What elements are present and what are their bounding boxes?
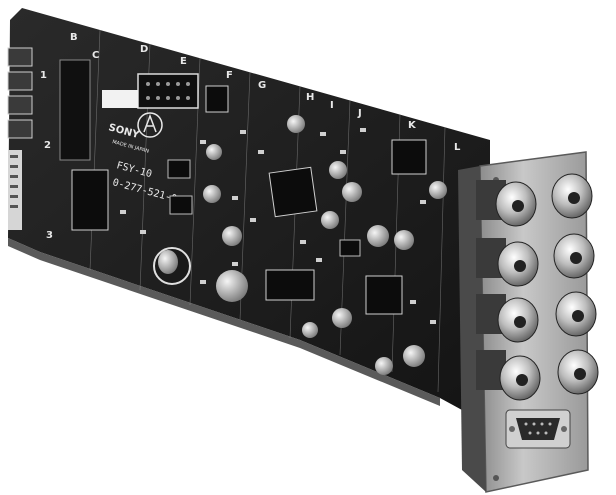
col-letter-j: J <box>357 108 362 119</box>
row-number-3: 3 <box>46 230 53 241</box>
col-letter-k: K <box>408 120 417 131</box>
bnc-connector <box>551 173 593 219</box>
edge-connector <box>7 47 33 230</box>
col-letter-d: D <box>140 44 148 55</box>
capacitors <box>153 115 447 375</box>
col-letter-e: E <box>180 56 187 67</box>
col-letter-f: F <box>226 70 233 81</box>
board-edge <box>8 238 440 406</box>
pin-header <box>137 73 199 109</box>
bnc-connector <box>476 180 537 227</box>
logo-emblem <box>137 112 163 138</box>
bnc-connectors <box>476 173 599 401</box>
col-letter-h: H <box>306 92 314 103</box>
row-numbers: 1 2 3 <box>40 70 53 241</box>
col-letter-i: I <box>330 100 334 111</box>
bnc-connector <box>476 238 539 287</box>
integrated-circuits <box>59 59 427 315</box>
row-number-2: 2 <box>44 140 51 151</box>
bnc-connector <box>553 233 595 279</box>
row-number-1: 1 <box>40 70 47 81</box>
col-letter-g: G <box>258 80 266 91</box>
bnc-connector <box>476 350 541 401</box>
column-letters: B C D E F G H I J K L <box>70 32 461 153</box>
col-letter-c: C <box>92 50 99 61</box>
dsub-connector <box>505 409 571 449</box>
col-letter-b: B <box>70 32 78 43</box>
col-letter-l: L <box>454 142 461 153</box>
bnc-connector <box>476 294 539 343</box>
bnc-connector <box>557 349 599 395</box>
blank-label <box>102 90 138 108</box>
bnc-connector <box>555 291 597 337</box>
